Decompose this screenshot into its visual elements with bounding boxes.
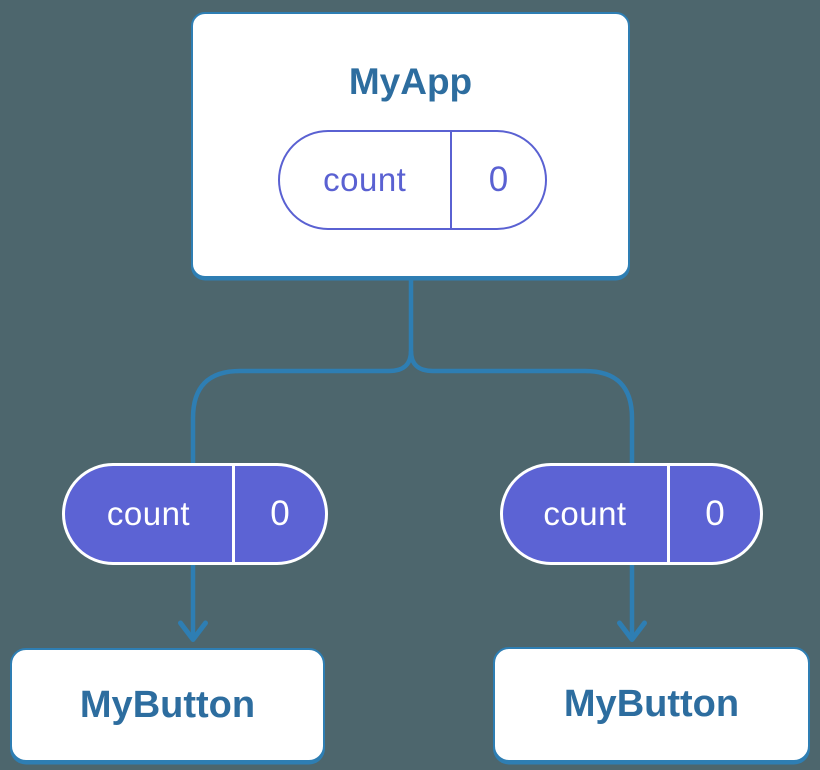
arrowhead-right-icon — [617, 620, 647, 642]
prop-pill-left-label: count — [106, 495, 191, 532]
connector-branch-right — [408, 350, 635, 637]
arrowhead-left-icon — [178, 620, 208, 642]
prop-pill-right-label: count — [543, 495, 627, 532]
prop-pill-right: count 0 — [500, 463, 763, 565]
pill-divider — [449, 132, 452, 228]
node-mybutton-right: MyButton — [493, 647, 810, 762]
prop-pill-right-value: 0 — [705, 494, 725, 533]
prop-pill-left-label-section: count — [65, 466, 232, 562]
state-pill-label-section: count — [280, 132, 450, 228]
prop-pill-right-value-section: 0 — [670, 466, 760, 562]
state-pill-value-section: 0 — [452, 132, 545, 228]
prop-pill-right-label-section: count — [503, 466, 667, 562]
node-mybutton-right-title: MyButton — [563, 683, 740, 725]
state-pill-myapp: count 0 — [278, 130, 547, 230]
state-pill-label: count — [323, 161, 407, 198]
state-pill-value: 0 — [488, 160, 509, 199]
pill-divider — [667, 466, 670, 562]
pill-divider — [232, 466, 235, 562]
connector-branch-left — [190, 350, 414, 637]
prop-pill-left: count 0 — [62, 463, 328, 565]
prop-pill-left-value: 0 — [270, 494, 290, 533]
node-mybutton-left-title: MyButton — [79, 683, 256, 726]
node-mybutton-left: MyButton — [10, 648, 325, 762]
prop-pill-left-value-section: 0 — [235, 466, 325, 562]
node-myapp-title: MyApp — [348, 61, 473, 102]
